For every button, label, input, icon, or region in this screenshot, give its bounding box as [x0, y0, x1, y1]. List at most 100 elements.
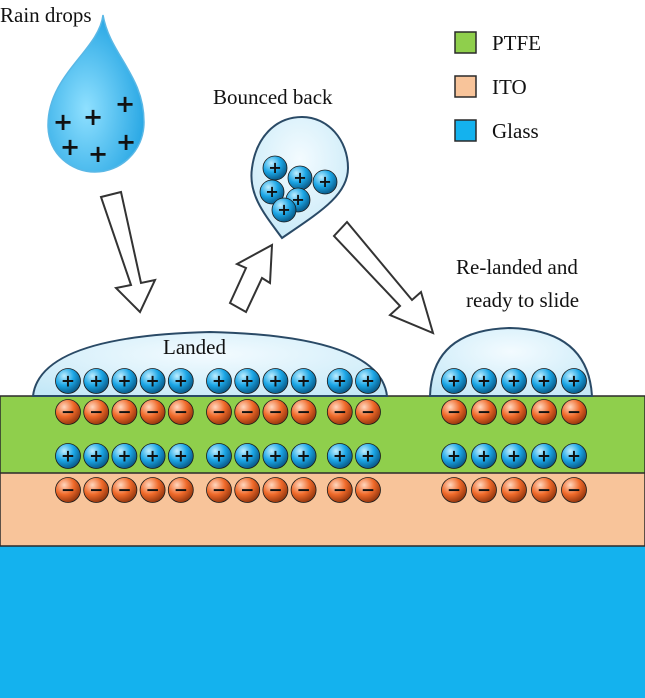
ptfe-bottom-positive-relanded-0-symbol: +: [447, 445, 461, 465]
drop-contact-positive-relanded-3-symbol: +: [537, 370, 551, 390]
ito-negative-relanded-0-symbol: −: [447, 479, 461, 499]
ito-negative-relanded-3-symbol: −: [537, 479, 551, 499]
ptfe-surface-negative-landed-0-ball: [55, 399, 81, 425]
ptfe-bottom-positive-landed-1-ball: [83, 443, 110, 469]
reland-arrow: [332, 220, 435, 335]
ito-negative-relanded-2-ball: [501, 477, 527, 503]
drop-contact-positive-landed-9-ball: [326, 368, 353, 394]
drop-contact-positive-landed-4-symbol: +: [174, 370, 188, 390]
bounced-charge-5-symbol: +: [277, 200, 291, 219]
ptfe-bottom-positive-landed-10-ball: [355, 443, 381, 469]
ptfe-bottom-positive-landed-6-symbol: +: [240, 445, 254, 465]
ptfe-bottom-positive-landed-2-symbol: +: [117, 445, 131, 465]
drop-contact-positive-landed-1-ball: [83, 368, 110, 394]
ptfe-surface-negative-relanded-2-ball: [501, 399, 527, 425]
ptfe-surface-negative-landed-8-ball: [290, 399, 317, 425]
ptfe-surface-negative-relanded-3-ball: [531, 399, 557, 425]
drop-contact-positive-landed-6-ball: [234, 368, 261, 394]
landed-label: Landed: [163, 335, 226, 359]
ptfe-surface-negative-landed-9-ball: [326, 399, 353, 425]
ito-negative-landed-4-symbol: −: [174, 479, 188, 499]
bounced-charge-3-ball: [259, 179, 285, 205]
ptfe-bottom-positive-landed-7-symbol: +: [268, 445, 282, 465]
ito-negative-landed-2-ball: [111, 477, 138, 503]
legend-label-ito: ITO: [492, 75, 527, 99]
rain-charge-1: +: [83, 103, 103, 131]
drop-contact-positive-landed-1-symbol: +: [89, 370, 103, 390]
ito-negative-landed-3-symbol: −: [146, 479, 160, 499]
ito-negative-relanded-0-ball: [441, 477, 467, 503]
bounced-charge-2-ball: [312, 169, 338, 195]
bounce-arrow: [228, 243, 274, 314]
bounced-back-label: Bounced back: [213, 85, 333, 109]
relanded-label-line2: ready to slide: [466, 288, 579, 312]
ptfe-surface-negative-landed-9-symbol: −: [333, 401, 347, 421]
ptfe-bottom-positive-landed-1-symbol: +: [89, 445, 103, 465]
ptfe-surface-negative-landed-5-symbol: −: [212, 401, 226, 421]
drop-contact-positive-landed-7-symbol: +: [268, 370, 282, 390]
ito-negative-landed-3-ball: [139, 477, 166, 503]
ptfe-surface-negative-landed-2-symbol: −: [117, 401, 131, 421]
ptfe-surface-negative-landed-3-symbol: −: [146, 401, 160, 421]
drop-contact-positive-landed-2-ball: [111, 368, 138, 394]
drop-contact-positive-landed-10-symbol: +: [361, 370, 375, 390]
ito-negative-landed-2-symbol: −: [117, 479, 131, 499]
ito-negative-relanded-1-symbol: −: [477, 479, 491, 499]
drop-contact-positive-landed-3-ball: [139, 368, 166, 394]
drop-contact-positive-relanded-4-symbol: +: [567, 370, 581, 390]
ptfe-surface-negative-relanded-1-ball: [471, 399, 497, 425]
ptfe-bottom-positive-relanded-4-symbol: +: [567, 445, 581, 465]
ptfe-bottom-positive-landed-10-symbol: +: [361, 445, 375, 465]
ptfe-bottom-positive-landed-3-symbol: +: [146, 445, 160, 465]
ptfe-surface-negative-landed-1-symbol: −: [89, 401, 103, 421]
ptfe-surface-negative-relanded-3-symbol: −: [537, 401, 551, 421]
ptfe-bottom-positive-relanded-3-symbol: +: [537, 445, 551, 465]
ito-negative-landed-1-ball: [83, 477, 110, 503]
ptfe-surface-negative-landed-3-ball: [139, 399, 166, 425]
ito-negative-landed-8-ball: [290, 477, 317, 503]
ptfe-bottom-positive-relanded-3-ball: [531, 443, 557, 469]
ptfe-bottom-positive-relanded-2-symbol: +: [507, 445, 521, 465]
bounced-charge-0-symbol: +: [268, 158, 282, 177]
ptfe-bottom-positive-relanded-1-symbol: +: [477, 445, 491, 465]
ito-negative-landed-6-ball: [234, 477, 261, 503]
ptfe-bottom-positive-landed-4-symbol: +: [174, 445, 188, 465]
drop-contact-positive-landed-0-ball: [55, 368, 81, 394]
bounced-charge-2-symbol: +: [318, 172, 332, 191]
drop-contact-positive-landed-9-symbol: +: [333, 370, 347, 390]
drop-contact-positive-landed-10-ball: [355, 368, 381, 394]
ptfe-surface-negative-landed-6-symbol: −: [240, 401, 254, 421]
drop-contact-positive-landed-8-symbol: +: [297, 370, 311, 390]
ito-negative-landed-9-symbol: −: [333, 479, 347, 499]
ptfe-surface-negative-relanded-1-symbol: −: [477, 401, 491, 421]
legend-label-glass: Glass: [492, 119, 539, 143]
rain-charge-5: +: [116, 128, 136, 156]
drop-contact-positive-relanded-4-ball: [561, 368, 587, 394]
ptfe-bottom-positive-landed-7-ball: [262, 443, 289, 469]
ito-negative-relanded-1-ball: [471, 477, 497, 503]
rain-charge-2: +: [115, 90, 135, 118]
rain-charge-0: +: [53, 108, 73, 136]
ptfe-bottom-positive-landed-6-ball: [234, 443, 261, 469]
glass-layer: [0, 545, 645, 698]
ptfe-bottom-positive-landed-5-ball: [206, 443, 232, 469]
rain-drop: [47, 14, 145, 173]
drop-contact-positive-landed-3-symbol: +: [146, 370, 160, 390]
ito-negative-landed-5-symbol: −: [212, 479, 226, 499]
ptfe-surface-negative-relanded-0-ball: [441, 399, 467, 425]
drop-contact-positive-landed-8-ball: [290, 368, 317, 394]
drop-contact-positive-relanded-1-symbol: +: [477, 370, 491, 390]
ptfe-bottom-positive-relanded-2-ball: [501, 443, 527, 469]
drop-contact-positive-landed-7-ball: [262, 368, 289, 394]
ito-negative-landed-0-ball: [55, 477, 81, 503]
ptfe-bottom-positive-landed-0-symbol: +: [61, 445, 75, 465]
ito-negative-relanded-4-ball: [561, 477, 587, 503]
ptfe-bottom-positive-landed-8-ball: [290, 443, 317, 469]
ptfe-bottom-positive-landed-8-symbol: +: [297, 445, 311, 465]
relanded-label-line1: Re-landed and: [456, 255, 578, 279]
ito-negative-landed-7-ball: [262, 477, 289, 503]
drop-contact-positive-landed-6-symbol: +: [240, 370, 254, 390]
rain-charge-3: +: [60, 133, 80, 161]
ptfe-surface-negative-relanded-2-symbol: −: [507, 401, 521, 421]
drop-contact-positive-landed-5-symbol: +: [212, 370, 226, 390]
